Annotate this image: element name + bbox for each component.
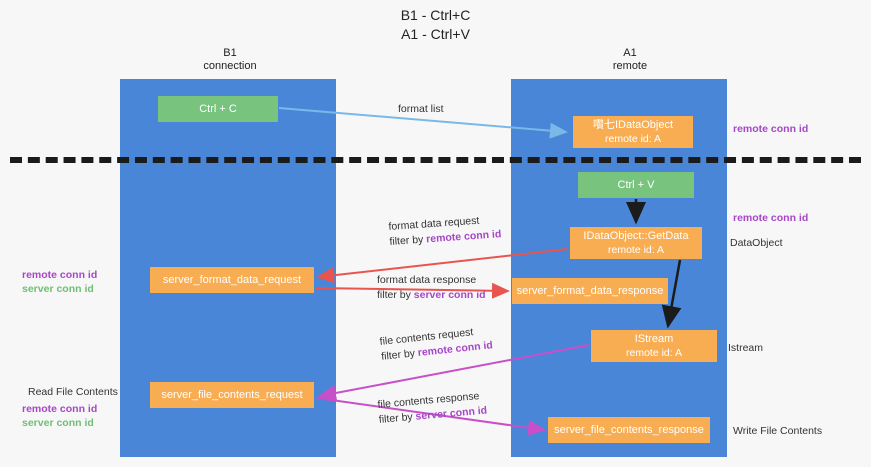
filter-highlight: remote conn id <box>425 228 502 246</box>
edge-label-format-list: format list <box>398 102 444 117</box>
side-label-remote-conn-id-mid: remote conn id <box>733 212 809 224</box>
side-label-conn-ids-bottom: remote conn id server conn id <box>22 402 97 430</box>
side-label-server-conn-id: server conn id <box>22 283 94 295</box>
edge-label-format-list-line1: format list <box>398 103 444 115</box>
side-label-server-conn-id: server conn id <box>22 417 94 429</box>
node-ctrl-c-label: Ctrl + C <box>199 103 237 115</box>
node-getdata-sub: remote id: A <box>607 244 665 256</box>
node-server-file-contents-response[interactable]: server_file_contents_response <box>548 417 710 443</box>
side-label-remote-conn-id-top: remote conn id <box>733 123 809 135</box>
node-server-format-data-response[interactable]: server_format_data_response <box>512 278 668 304</box>
node-getdata-label: IDataObject::GetData <box>583 230 689 242</box>
side-label-conn-ids-top: remote conn id server conn id <box>22 268 97 296</box>
filter-prefix: filter by <box>378 410 417 426</box>
edge-label-format-data-response: format data response filter by server co… <box>377 273 486 303</box>
node-istream-label: IStream <box>634 333 674 345</box>
node-server-file-contents-request[interactable]: server_file_contents_request <box>150 382 314 408</box>
node-server-format-data-request-label: server_format_data_request <box>162 274 302 286</box>
column-header-a1: A1 remote <box>612 47 648 72</box>
filter-prefix: filter by <box>380 347 419 363</box>
node-idataobject-getdata[interactable]: IDataObject::GetData remote id: A <box>570 227 702 259</box>
side-label-write-file-contents: Write File Contents <box>733 425 823 437</box>
column-header-b1: B1 connection <box>203 47 257 72</box>
node-server-file-contents-request-label: server_file_contents_request <box>161 389 303 401</box>
node-ctrl-c[interactable]: Ctrl + C <box>158 96 278 122</box>
node-istream-sub: remote id: A <box>625 347 683 359</box>
node-server-format-data-request[interactable]: server_format_data_request <box>150 267 314 293</box>
page-title: B1 - Ctrl+C A1 - Ctrl+V <box>400 7 471 42</box>
node-server-file-contents-response-label: server_file_contents_response <box>554 424 704 436</box>
edge-label-format-data-response-line2: filter by server conn id <box>377 288 486 303</box>
side-label-dataobject: DataObject <box>730 237 783 249</box>
node-server-format-data-response-label: server_format_data_response <box>516 285 664 297</box>
edge-label-format-data-response-line1: format data response <box>377 274 477 286</box>
side-label-remote-conn-id: remote conn id <box>22 269 98 281</box>
edge-label-file-contents-response: file contents response filter by server … <box>377 389 488 428</box>
node-ctrl-v-label: Ctrl + V <box>617 179 655 191</box>
filter-prefix: filter by <box>389 233 427 248</box>
side-label-read-file-contents: Read File Contents <box>28 386 118 398</box>
phase-divider <box>10 157 861 163</box>
edge-label-format-data-request: format data request filter by remote con… <box>388 212 502 250</box>
node-ctrl-v[interactable]: Ctrl + V <box>578 172 694 198</box>
filter-highlight: server conn id <box>413 289 486 301</box>
node-idataobject[interactable]: 嚽七IDataObject remote id: A <box>573 116 693 148</box>
side-label-remote-conn-id: remote conn id <box>22 403 98 415</box>
node-idataobject-sub: remote id: A <box>604 133 662 145</box>
side-label-istream: Istream <box>728 342 764 354</box>
node-istream[interactable]: IStream remote id: A <box>591 330 717 362</box>
filter-prefix: filter by <box>377 289 414 301</box>
edge-label-file-contents-request: file contents request filter by remote c… <box>379 323 494 365</box>
node-idataobject-label: 嚽七IDataObject <box>592 119 674 131</box>
